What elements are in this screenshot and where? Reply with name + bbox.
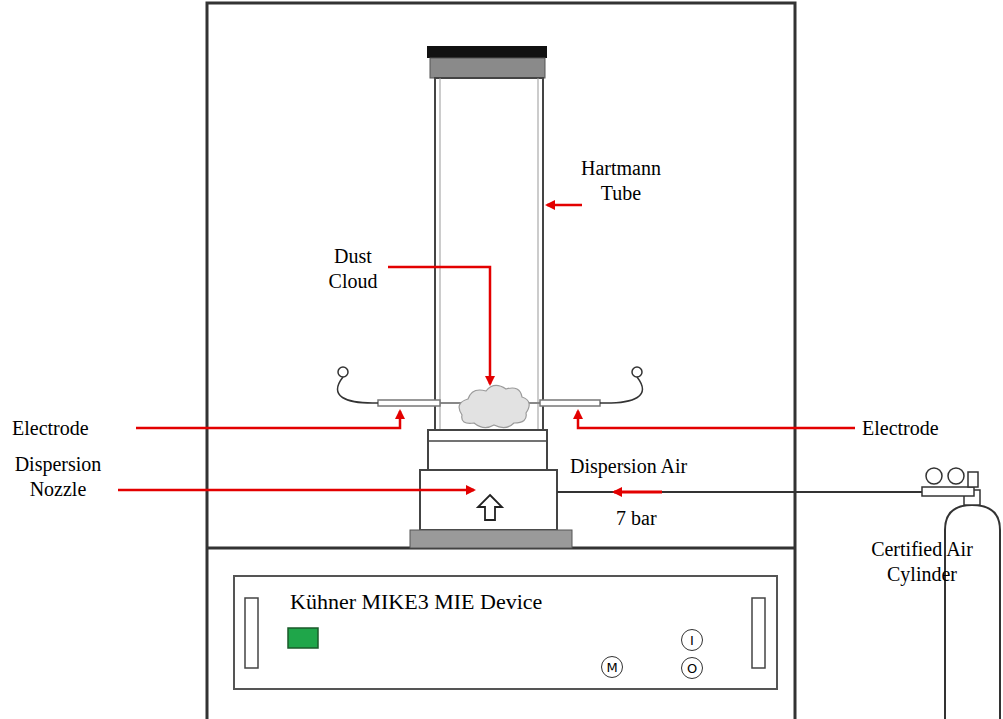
panel-slot [245, 598, 258, 668]
part-label: 7 bar [616, 506, 657, 531]
button-label: O [687, 661, 697, 676]
air-cylinder [945, 505, 1000, 719]
regulator [922, 487, 974, 496]
part-label: Electrode [862, 416, 939, 441]
nozzle-arrow [478, 495, 502, 520]
status-display [288, 628, 318, 648]
panel-slot [752, 598, 765, 668]
tube-wall [440, 78, 441, 430]
pressure-gauge [948, 468, 964, 484]
collar-line [428, 440, 547, 442]
leader-arrow [388, 267, 490, 384]
device-name: Kühner MIKE3 MIE Device [290, 589, 542, 615]
electrode-rod [378, 400, 440, 406]
electrode-tip [440, 402, 462, 404]
button-label: M [606, 660, 617, 675]
air-line [557, 491, 925, 493]
enclosure [207, 3, 795, 719]
leader-arrow [118, 489, 474, 492]
control-button: I [681, 629, 703, 651]
dust-cloud [459, 385, 529, 427]
nozzle-housing [420, 470, 557, 530]
pressure-gauge [926, 468, 942, 484]
leader-arrow [547, 204, 582, 207]
control-button: M [601, 656, 623, 678]
tube-cap-base [430, 58, 545, 78]
flow-arrow [614, 491, 662, 494]
control-button: O [681, 657, 703, 679]
electrode-rod [540, 400, 600, 406]
electrode-terminal [632, 367, 642, 377]
tube-wall [538, 78, 539, 430]
valve-knob [968, 472, 978, 487]
part-label: Dispersion Nozzle [14, 452, 102, 502]
leader-arrows [118, 205, 855, 492]
electrode-wire [338, 377, 379, 403]
part-label: Hartmann Tube [581, 156, 662, 206]
electrode-wire [600, 377, 642, 403]
part-label: Certified Air Cylinder [871, 537, 973, 587]
leader-arrow [578, 411, 855, 428]
part-label: Dust Cloud [328, 244, 378, 294]
base-plate [410, 530, 572, 548]
leader-arrow [136, 411, 400, 428]
electrode-terminal [338, 367, 348, 377]
part-label: Electrode [12, 416, 89, 441]
button-label: I [690, 633, 694, 648]
tube-collar [428, 430, 547, 470]
tube-cap [427, 46, 547, 58]
control-panel: Kühner MIKE3 MIE DeviceI M O [233, 575, 778, 690]
part-label: Dispersion Air [570, 454, 687, 479]
